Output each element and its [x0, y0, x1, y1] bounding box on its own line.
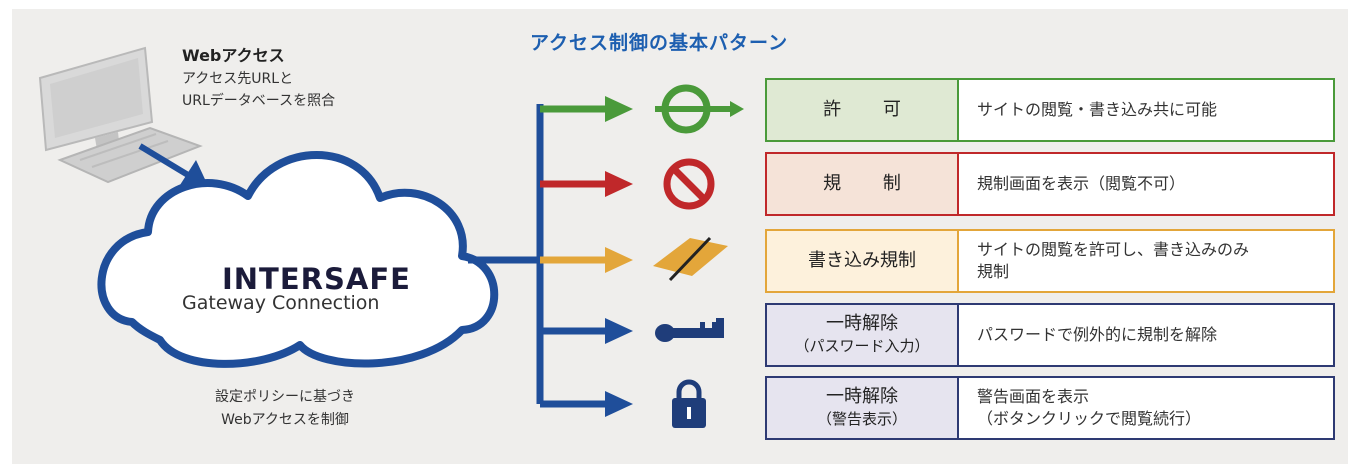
block-branch-arrow-icon [540, 171, 633, 197]
row-allow-name: 許 可 [767, 80, 959, 140]
row-temp-warning-desc-line-2: （ボタンクリックで閲覧続行） [977, 409, 1202, 428]
row-temp-warning-name-line-2: （警告表示） [816, 410, 907, 428]
allow-circle-arrow-icon [655, 84, 744, 134]
diagram-title: アクセス制御の基本パターン [530, 32, 789, 54]
row-temp-password-name: 一時解除 （パスワード入力） [767, 305, 959, 365]
brand-subtitle: Gateway Connection [182, 292, 380, 314]
brand-logo: INTERSAFE [222, 262, 411, 296]
row-allow-description: サイトの閲覧・書き込み共に可能 [959, 80, 1333, 140]
computer-icon [38, 46, 203, 184]
padlock-open-icon [672, 379, 706, 428]
row-write-block-description: サイトの閲覧を許可し、書き込みのみ 規制 [959, 231, 1333, 291]
branch-lines [468, 104, 544, 404]
row-temp-warning-name-line-1: 一時解除 [826, 386, 898, 407]
cloud-caption-line-2: Webアクセスを制御 [221, 412, 349, 428]
allow-branch-arrow-icon [540, 96, 633, 122]
row-temp-warning-description: 警告画面を表示 （ボタンクリックで閲覧続行） [959, 378, 1333, 438]
row-block-name: 規 制 [767, 154, 959, 214]
write-block-branch-arrow-icon [540, 247, 633, 273]
row-block-desc-line-1: 規制画面を表示（閲覧不可） [977, 174, 1186, 193]
row-allow: 許 可 サイトの閲覧・書き込み共に可能 [765, 78, 1335, 142]
row-temp-password-name-line-2: （パスワード入力） [794, 337, 930, 355]
web-access-description: アクセス先URLと URLデータベースを照合 [182, 68, 335, 112]
cloud-caption: 設定ポリシーに基づき Webアクセスを制御 [180, 386, 390, 432]
row-write-block-name: 書き込み規制 [767, 231, 959, 291]
row-block: 規 制 規制画面を表示（閲覧不可） [765, 152, 1335, 216]
row-block-description: 規制画面を表示（閲覧不可） [959, 154, 1333, 214]
slashed-diamond-icon [653, 236, 728, 282]
row-write-block-name-text: 書き込み規制 [808, 250, 916, 271]
row-write-block-desc-line-1: サイトの閲覧を許可し、書き込みのみ [977, 240, 1250, 259]
row-temp-password-description: パスワードで例外的に規制を解除 [959, 305, 1333, 365]
row-temp-password-name-line-1: 一時解除 [826, 313, 898, 334]
row-temp-password-desc-line-1: パスワードで例外的に規制を解除 [977, 325, 1218, 344]
temp-warning-branch-arrow-icon [540, 391, 633, 417]
row-allow-name-text: 許 可 [823, 99, 919, 120]
web-access-line-2: URLデータベースを照合 [182, 93, 336, 109]
row-temp-warning: 一時解除 （警告表示） 警告画面を表示 （ボタンクリックで閲覧続行） [765, 376, 1335, 440]
row-write-block: 書き込み規制 サイトの閲覧を許可し、書き込みのみ 規制 [765, 229, 1335, 293]
web-access-title: Webアクセス [182, 46, 285, 65]
temp-password-branch-arrow-icon [540, 318, 633, 344]
row-block-name-text: 規 制 [823, 173, 919, 194]
row-allow-desc-line-1: サイトの閲覧・書き込み共に可能 [977, 100, 1218, 119]
key-icon [655, 318, 724, 342]
web-access-line-1: アクセス先URLと [182, 71, 294, 87]
row-temp-warning-desc-line-1: 警告画面を表示 [977, 387, 1090, 406]
cloud-caption-line-1: 設定ポリシーに基づき [215, 389, 355, 405]
cloud-icon [97, 151, 499, 368]
row-write-block-desc-line-2: 規制 [977, 262, 1010, 281]
row-temp-warning-name: 一時解除 （警告表示） [767, 378, 959, 438]
row-temp-password: 一時解除 （パスワード入力） パスワードで例外的に規制を解除 [765, 303, 1335, 367]
prohibited-icon [663, 158, 715, 210]
